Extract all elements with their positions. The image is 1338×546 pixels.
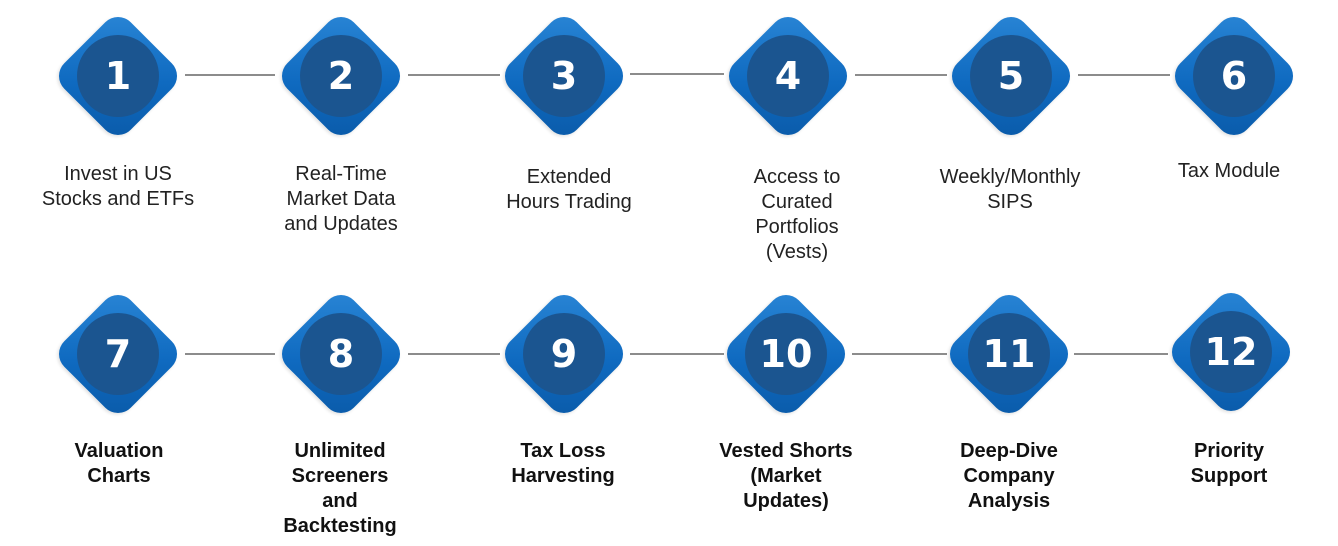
connector — [855, 74, 947, 76]
step-number: 3 — [523, 35, 605, 117]
step-number: 4 — [747, 35, 829, 117]
step-number: 7 — [77, 313, 159, 395]
step-number: 8 — [300, 313, 382, 395]
connector — [630, 73, 724, 75]
step-number: 5 — [970, 35, 1052, 117]
connector — [185, 74, 275, 76]
step-number: 11 — [968, 313, 1050, 395]
step-number: 9 — [523, 313, 605, 395]
connector — [630, 353, 724, 355]
step-number: 2 — [300, 35, 382, 117]
connector — [185, 353, 275, 355]
step-number: 10 — [745, 313, 827, 395]
connector — [1078, 74, 1170, 76]
connector — [408, 353, 500, 355]
step-number: 12 — [1190, 311, 1272, 393]
step-number: 1 — [77, 35, 159, 117]
step-number: 6 — [1193, 35, 1275, 117]
step-label: Tax Module — [1177, 160, 1281, 182]
connector — [408, 74, 500, 76]
connector — [852, 353, 947, 355]
connector — [1074, 353, 1168, 355]
